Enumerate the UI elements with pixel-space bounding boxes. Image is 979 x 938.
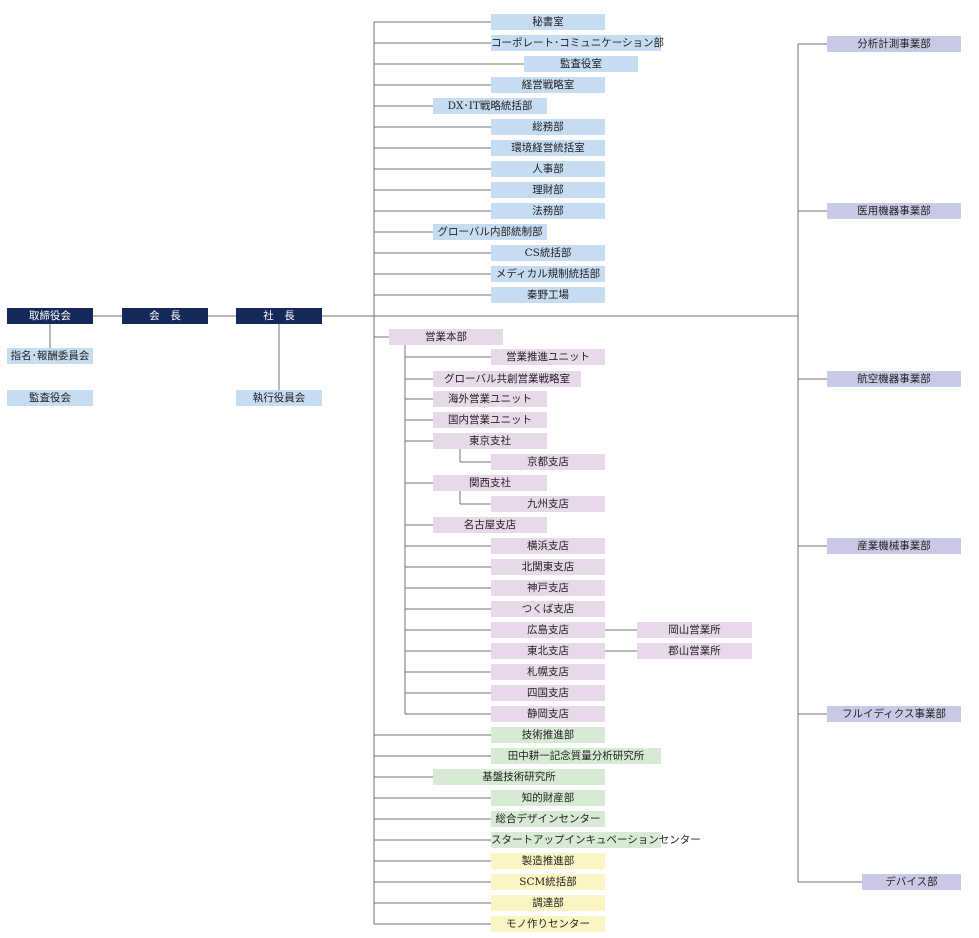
- business-unit-box: デバイス部: [862, 874, 961, 890]
- staff-unit-box: 環境経営統括室: [491, 140, 605, 156]
- sales-unit-box: 営業推進ユニット: [491, 349, 605, 365]
- chairman-box: 会 長: [122, 308, 208, 324]
- staff-unit-box: 法務部: [491, 203, 605, 219]
- staff-unit-box: 監査役室: [524, 56, 638, 72]
- staff-unit-box: メディカル規制統括部: [491, 266, 605, 282]
- manufacturing-unit-box: 調達部: [491, 895, 605, 911]
- audit-board-box: 監査役会: [7, 390, 93, 406]
- sales-unit-box: 東北支店: [491, 643, 605, 659]
- staff-unit-box: 経営戦略室: [491, 77, 605, 93]
- executive-committee-box: 執行役員会: [236, 390, 322, 406]
- sales-unit-box: 京都支店: [491, 454, 605, 470]
- sales-unit-box: 関西支社: [433, 475, 547, 491]
- sales-unit-box: 東京支社: [433, 433, 547, 449]
- business-unit-box: 分析計測事業部: [827, 36, 961, 52]
- staff-unit-box: 人事部: [491, 161, 605, 177]
- sales-unit-box: 横浜支店: [491, 538, 605, 554]
- tech-unit-box: 基盤技術研究所: [433, 769, 605, 785]
- staff-unit-box: 秘書室: [491, 14, 605, 30]
- sales-unit-box: 九州支店: [491, 496, 605, 512]
- sales-unit-box: 北関東支店: [491, 559, 605, 575]
- tech-unit-box: 田中耕一記念質量分析研究所: [491, 748, 661, 764]
- tech-unit-box: 技術推進部: [491, 727, 605, 743]
- staff-unit-box: グローバル内部統制部: [433, 224, 547, 240]
- sales-unit-box: つくば支店: [491, 601, 605, 617]
- manufacturing-unit-box: 製造推進部: [491, 853, 605, 869]
- staff-unit-box: 総務部: [491, 119, 605, 135]
- sales-unit-box: 国内営業ユニット: [433, 412, 547, 428]
- sales-office-box: 郡山営業所: [637, 643, 752, 659]
- sales-unit-box: グローバル共創営業戦略室: [433, 371, 581, 387]
- board-of-directors-box: 取締役会: [7, 308, 93, 324]
- business-unit-box: 産業機械事業部: [827, 538, 961, 554]
- sales-office-box: 岡山営業所: [637, 622, 752, 638]
- president-box: 社 長: [236, 308, 322, 324]
- manufacturing-unit-box: SCM統括部: [491, 874, 605, 890]
- business-unit-box: 医用機器事業部: [827, 203, 961, 219]
- tech-unit-box: スタートアップインキュベーションセンター: [491, 832, 701, 848]
- business-unit-box: フルイディクス事業部: [827, 706, 961, 722]
- staff-unit-box: CS統括部: [491, 245, 605, 261]
- sales-unit-box: 札幌支店: [491, 664, 605, 680]
- tech-unit-box: 知的財産部: [491, 790, 605, 806]
- manufacturing-unit-box: モノ作りセンター: [491, 916, 605, 932]
- tech-unit-box: 総合デザインセンター: [491, 811, 605, 827]
- sales-unit-box: 名古屋支店: [433, 517, 547, 533]
- staff-unit-box: DX･IT戦略統括部: [433, 98, 547, 114]
- sales-unit-box: 静岡支店: [491, 706, 605, 722]
- sales-unit-box: 広島支店: [491, 622, 605, 638]
- business-unit-box: 航空機器事業部: [827, 371, 961, 387]
- sales-hq-box: 営業本部: [389, 329, 503, 345]
- staff-unit-box: 秦野工場: [491, 287, 605, 303]
- sales-unit-box: 神戸支店: [491, 580, 605, 596]
- nomination-committee-box: 指名･報酬委員会: [7, 348, 93, 364]
- sales-unit-box: 海外営業ユニット: [433, 391, 547, 407]
- staff-unit-box: 理財部: [491, 182, 605, 198]
- staff-unit-box: コーポレート･コミュニケーション部: [491, 35, 665, 51]
- sales-unit-box: 四国支店: [491, 685, 605, 701]
